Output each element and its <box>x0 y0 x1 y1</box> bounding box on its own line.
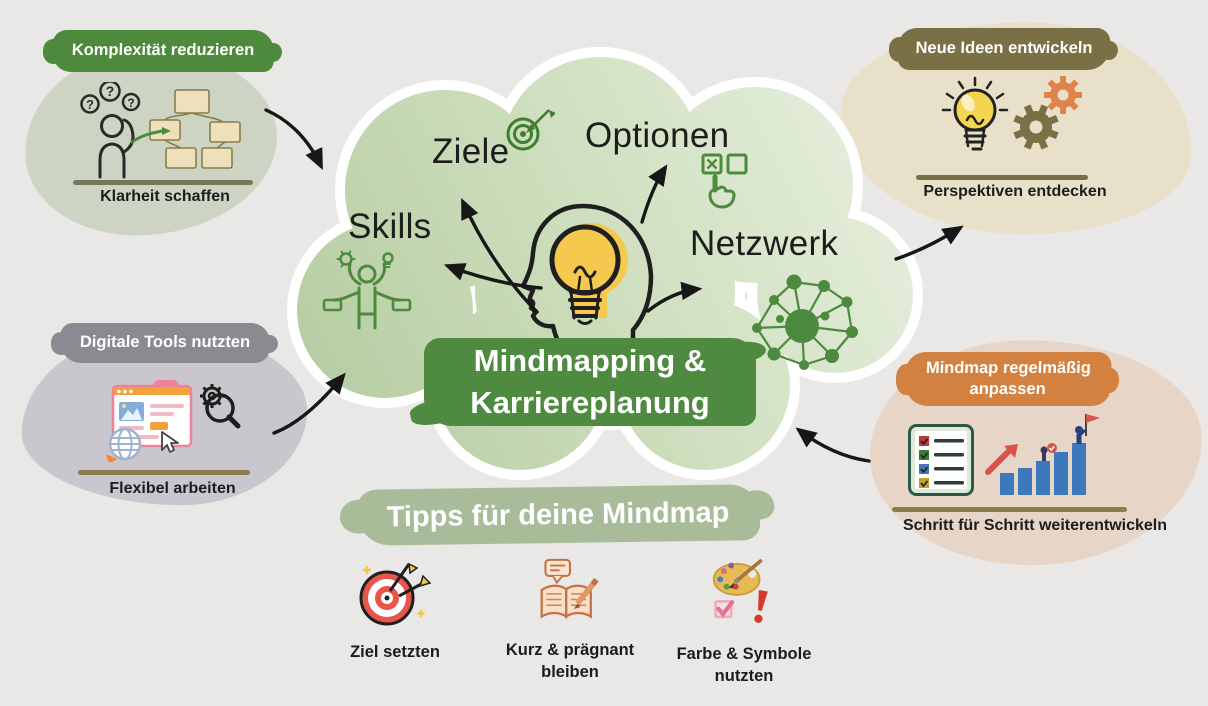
tip-label-line1: Ziel setzten <box>350 643 440 661</box>
growth-chart-icon <box>985 414 1100 495</box>
ground-stroke-top-right <box>916 175 1088 180</box>
multitasking-person-icon <box>322 250 412 330</box>
caption-schritt-weiterentwickeln: Schritt für Schritt weiterentwickeln <box>902 517 1168 534</box>
tip-ziel-setzten: Ziel setzten <box>330 558 460 663</box>
browser-gear-magnifier-icon <box>106 380 241 462</box>
ground-stroke-mid-left <box>78 470 250 475</box>
network-icon <box>752 274 858 370</box>
branch-label-skills: Skills <box>348 207 432 246</box>
svg-text:?: ? <box>127 96 134 110</box>
caption-perspektiven-entdecken: Perspektiven entdecken <box>923 183 1107 200</box>
central-topic-banner: Mindmapping & Karriereplanung <box>424 338 756 426</box>
tip-label-line2: nutzten <box>714 667 774 685</box>
head-lightbulb-icon <box>520 203 654 362</box>
ground-stroke-top-left <box>73 180 253 185</box>
badge-label-line1: Mindmap regelmäßig <box>925 358 1092 377</box>
checkbox-hand-icon <box>701 153 748 209</box>
badge-digitale-tools: Digitale Tools nutzten <box>59 323 271 363</box>
badge-komplexitaet-reduzieren: Komplexität reduzieren <box>51 30 275 72</box>
checklist-icon <box>908 424 974 496</box>
svg-text:?: ? <box>86 97 94 112</box>
tip-label: Farbe & Symbole nutzten <box>666 643 822 687</box>
book-notes-icon <box>540 558 599 619</box>
tips-title-brush: Tipps für deine Mindmap <box>355 484 761 546</box>
target-darts-icon <box>359 562 432 626</box>
tip-label-line1: Farbe & Symbole <box>676 645 812 663</box>
badge-label: Neue Ideen entwickeln <box>915 39 1093 58</box>
caption-klarheit-schaffen: Klarheit schaffen <box>100 188 230 205</box>
tip-label: Kurz & prägnant bleiben <box>500 639 640 683</box>
svg-text:?: ? <box>106 83 115 99</box>
badge-label-line2: anpassen <box>969 380 1047 398</box>
confused-person-flowchart-icon: ? ? ? <box>80 82 241 179</box>
tip-farbe-symbole: Farbe & Symbole nutzten <box>666 556 822 687</box>
ground-stroke-mid-right <box>892 507 1127 512</box>
badge-label: Digitale Tools nutzten <box>79 333 251 352</box>
caption-flexibel-arbeiten: Flexibel arbeiten <box>109 480 236 497</box>
tip-label-line2: bleiben <box>541 663 599 681</box>
branch-label-optionen: Optionen <box>585 116 730 155</box>
lightbulb-gears-icon <box>941 76 1082 151</box>
target-dart-icon <box>506 109 555 151</box>
tips-title: Tipps für deine Mindmap <box>386 496 730 533</box>
banner-line1: Mindmapping & <box>473 343 707 378</box>
badge-label: Komplexität reduzieren <box>71 41 255 60</box>
branch-label-netzwerk: Netzwerk <box>690 224 839 263</box>
tip-label: Ziel setzten <box>330 641 460 663</box>
badge-neue-ideen-entwickeln: Neue Ideen entwickeln <box>897 28 1111 70</box>
palette-icon <box>712 559 768 623</box>
tip-kurz-praegnant: Kurz & prägnant bleiben <box>500 556 640 683</box>
tip-label-line1: Kurz & prägnant <box>505 641 635 659</box>
badge-mindmap-anpassen: Mindmap regelmäßig anpassen <box>904 352 1112 406</box>
branch-label-ziele: Ziele <box>432 132 510 171</box>
banner-line2: Karriereplanung <box>470 385 710 420</box>
